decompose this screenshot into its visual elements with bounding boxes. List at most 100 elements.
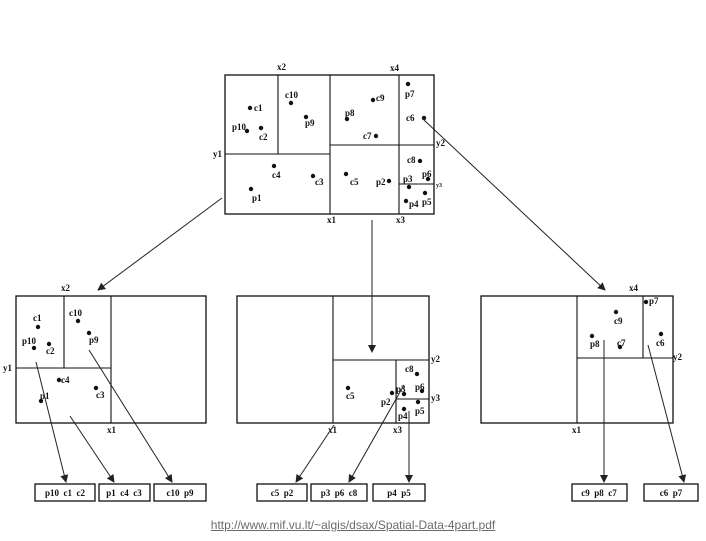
- root-axis-label: y1: [213, 149, 223, 159]
- left-axis-label: y1: [3, 363, 13, 373]
- right-axis-label: x1: [572, 425, 582, 435]
- right-point-p8: p8: [589, 333, 600, 349]
- svg-text:p2: p2: [381, 397, 391, 407]
- arrow-to-leaf: [35, 361, 69, 483]
- svg-text:p8: p8: [345, 108, 355, 118]
- middle-point-c5: c5: [345, 385, 355, 401]
- middle-point-p4: p4: [398, 406, 408, 421]
- left-point-c1: c1: [33, 313, 42, 330]
- svg-text:c1: c1: [33, 313, 42, 323]
- middle-point-p6: p6: [415, 382, 425, 394]
- arrow-to-leaf: [295, 424, 335, 483]
- arrow-to-leaf: [88, 349, 173, 483]
- root-point-c5: c5: [343, 171, 359, 187]
- svg-text:c10: c10: [69, 308, 82, 318]
- svg-text:c6 p7: c6 p7: [660, 488, 683, 498]
- left-axis-label: x2: [61, 283, 71, 293]
- svg-text:p6: p6: [415, 382, 425, 392]
- root-point-c2: c2: [258, 125, 268, 142]
- root-point-c10: c10: [285, 90, 298, 106]
- svg-text:c6: c6: [656, 338, 665, 348]
- middle-axis-label: y2: [431, 354, 441, 364]
- left-point-c10: c10: [69, 308, 82, 324]
- svg-text:c7: c7: [617, 338, 626, 348]
- right-point-c6: c6: [656, 331, 665, 348]
- root-point-p3: p3: [403, 174, 413, 190]
- svg-text:p3: p3: [403, 174, 413, 184]
- right-node: x4 y2 x1 p7 c9 p8 c7 c6: [480, 283, 683, 435]
- svg-text:p1 c4 c3: p1 c4 c3: [106, 488, 142, 498]
- svg-text:p2: p2: [376, 177, 386, 187]
- root-point-c6: c6: [406, 113, 427, 123]
- middle-node: y2 x1 x3 y3 c5 p2 c8 p3 p6 p4 p5: [236, 295, 441, 435]
- root-node: x2 x4 y1 y2 x1 x3 y3 c1 c10 p10 c2 p9 p8…: [213, 62, 446, 225]
- root-point-c4: c4: [271, 163, 281, 180]
- right-point-c9: c9: [613, 309, 623, 326]
- root-point-p6: p6: [422, 169, 432, 182]
- arrow-root-to-right: [423, 119, 606, 291]
- leaf-node: p3 p6 c8: [310, 483, 368, 502]
- root-axis-label: x1: [327, 215, 337, 225]
- svg-text:p3: p3: [396, 384, 406, 394]
- left-point-c3: c3: [93, 385, 105, 400]
- arrow-to-leaf: [348, 384, 405, 483]
- svg-text:c4: c4: [61, 375, 70, 385]
- svg-text:c2: c2: [259, 132, 268, 142]
- root-point-c9: c9: [370, 93, 385, 103]
- source-url-link[interactable]: http://www.mif.vu.lt/~algis/dsax/Spatial…: [210, 518, 496, 532]
- middle-axis-label: y3: [431, 393, 441, 403]
- left-axis-label: x1: [107, 425, 117, 435]
- arrow-root-to-left: [97, 197, 223, 291]
- right-axis-label: y2: [673, 352, 683, 362]
- root-point-p4: p4: [403, 198, 419, 209]
- svg-text:c5: c5: [346, 391, 355, 401]
- leaf-node: c6 p7: [643, 483, 699, 502]
- leaf-node: c9 p8 c7: [571, 483, 628, 502]
- svg-text:c5 p2: c5 p2: [271, 488, 294, 498]
- middle-axis-label: x3: [393, 425, 403, 435]
- root-point-p8: p8: [344, 108, 355, 122]
- svg-text:p1: p1: [252, 193, 262, 203]
- root-point-c1: c1: [247, 103, 263, 113]
- svg-text:c5: c5: [350, 177, 359, 187]
- svg-text:c1: c1: [254, 103, 263, 113]
- middle-point-p2: p2: [381, 390, 395, 407]
- svg-text:c2: c2: [46, 346, 55, 356]
- middle-point-p5: p5: [415, 399, 425, 416]
- svg-text:p7: p7: [405, 89, 415, 99]
- svg-text:p7: p7: [649, 296, 659, 306]
- svg-text:c7: c7: [363, 131, 372, 141]
- svg-text:c9: c9: [376, 93, 385, 103]
- left-node: x2 y1 x1 c1 c10 p10 c2 p9 c4 p1 c3: [3, 283, 207, 435]
- svg-text:p4: p4: [409, 199, 419, 209]
- middle-point-c8: c8: [405, 364, 420, 377]
- leaf-node: p1 c4 c3: [98, 483, 151, 502]
- svg-text:p6: p6: [422, 169, 432, 179]
- left-point-c4: c4: [56, 375, 70, 385]
- svg-text:p3 p6 c8: p3 p6 c8: [321, 488, 358, 498]
- svg-text:p9: p9: [89, 335, 99, 345]
- middle-axis-label: x1: [328, 425, 338, 435]
- arrow-to-leaf: [647, 344, 687, 483]
- svg-text:c6: c6: [406, 113, 415, 123]
- root-axis-label: x2: [277, 62, 287, 72]
- root-axis-label: x4: [390, 63, 400, 73]
- root-axis-label: y2: [436, 138, 446, 148]
- leaf-node: c10 p9: [153, 483, 207, 502]
- arrow-to-leaf: [69, 415, 115, 483]
- middle-point-p3: p3: [396, 384, 407, 397]
- svg-text:p10: p10: [22, 336, 37, 346]
- svg-text:c4: c4: [272, 170, 281, 180]
- root-point-c8: c8: [407, 155, 423, 165]
- svg-text:p5: p5: [415, 406, 425, 416]
- right-axis-label: x4: [629, 283, 639, 293]
- root-point-p2: p2: [376, 177, 392, 187]
- root-point-p5: p5: [422, 190, 432, 207]
- svg-text:c8: c8: [405, 364, 414, 374]
- root-point-p1: p1: [248, 186, 262, 203]
- svg-text:p8: p8: [590, 339, 600, 349]
- svg-text:p9: p9: [305, 118, 315, 128]
- leaf-node: p10 c1 c2: [34, 483, 96, 502]
- svg-text:c10 p9: c10 p9: [167, 488, 195, 498]
- svg-text:c8: c8: [407, 155, 416, 165]
